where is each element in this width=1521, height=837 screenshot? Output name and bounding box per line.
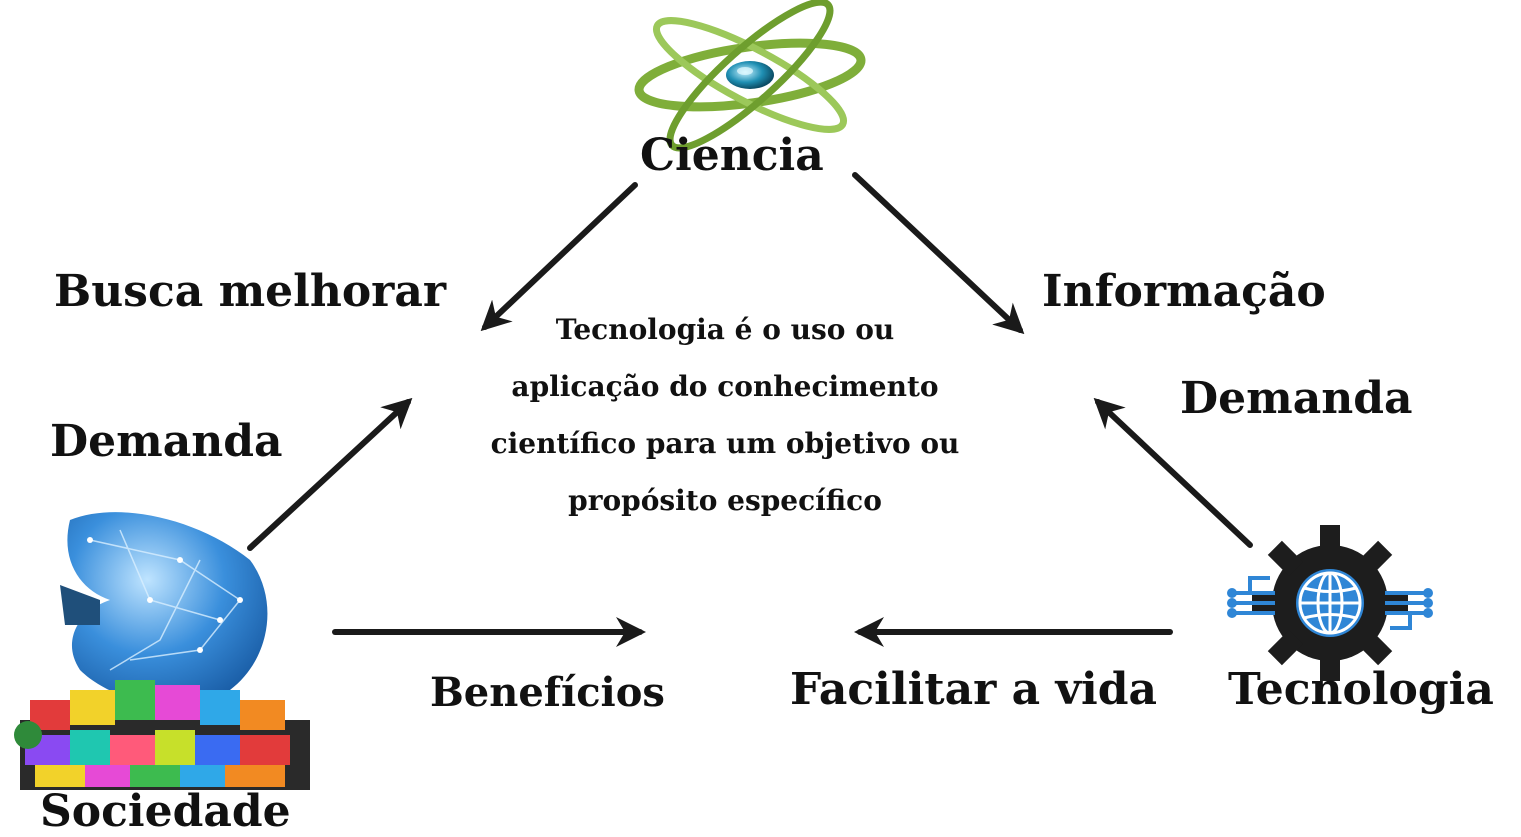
definition-text: Tecnologia é o uso ou aplicação do conhe… [430,312,1020,540]
edge-informacao-label: Informação [1042,266,1326,317]
arrow-sociedade-to-center [247,397,413,551]
definition-line: científico para um objetivo ou [490,427,960,460]
definition-line: Tecnologia é o uso ou [555,313,895,346]
definition-line: aplicação do conhecimento [511,370,939,403]
edge-facilitar-label: Facilitar a vida [790,664,1157,715]
arrow-ciencia-to-center-left [480,182,638,332]
edge-demanda-left-label: Demanda [50,416,283,467]
edge-beneficios-label: Benefícios [430,669,665,716]
atom-icon [634,0,866,152]
edge-demanda-right-label: Demanda [1180,373,1413,424]
globe-city-icon [14,512,310,790]
definition-line: propósito específico [568,484,882,517]
node-sociedade-label: Sociedade [40,786,291,837]
arrow-tecnologia-to-center [1093,397,1253,548]
arrow-ciencia-to-center-right [852,172,1025,335]
gear-globe-circuit-icon [1227,525,1433,681]
edge-busca-melhorar-label: Busca melhorar [54,266,447,317]
node-tecnologia-label: Tecnologia [1228,664,1494,715]
node-ciencia-label: Ciencia [640,130,824,181]
